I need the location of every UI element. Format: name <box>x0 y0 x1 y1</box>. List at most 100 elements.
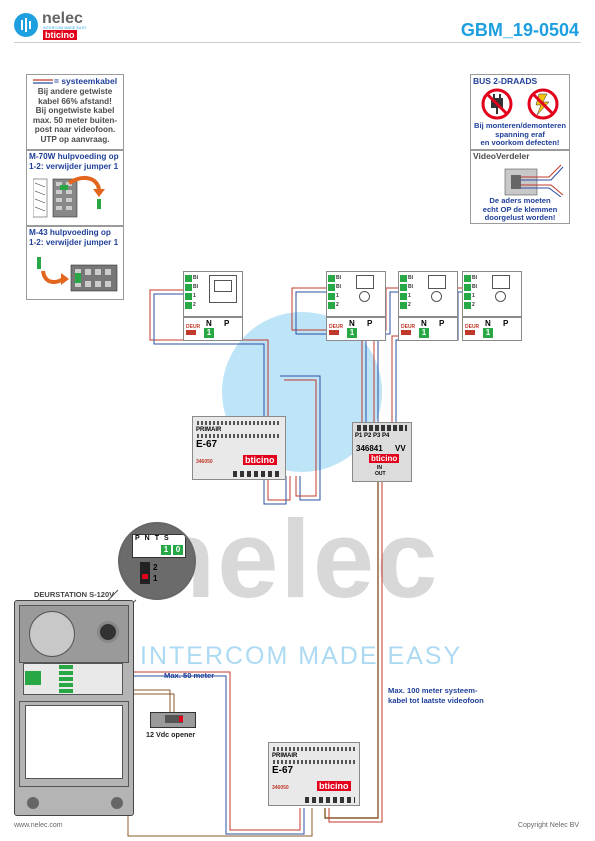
np-block: DEUR N P 1 <box>183 317 243 341</box>
term-label: 2 <box>408 302 411 308</box>
monitor-terminals <box>400 275 407 309</box>
bus-line: en voorkom defecten! <box>480 138 560 147</box>
zoom-switch: 1 <box>153 574 158 583</box>
term-label: 1 <box>472 293 475 299</box>
psu-code: 346050 <box>272 785 289 791</box>
m43-module-illustration <box>37 257 118 292</box>
np-value: 1 <box>347 328 357 338</box>
zoom-term: N <box>144 535 155 542</box>
door-opener <box>150 712 196 728</box>
zoom-switch: 2 <box>153 563 158 572</box>
bus-line: Bij monteren/demonteren <box>474 121 566 130</box>
bus-note-text: Bij monteren/demonteren spanning eraf en… <box>471 121 569 148</box>
term-label: 2 <box>472 302 475 308</box>
monitor-screen <box>209 275 237 303</box>
footer-copyright: Copyright Nelec BV <box>517 822 579 829</box>
cable-line: kabel 66% afstand! <box>38 96 112 106</box>
term-label: 1 <box>193 293 196 299</box>
systemcable-legend: = systeemkabel <box>33 76 123 87</box>
monitor-unit-4: BI BI 1 2 DEUR N P 1 <box>462 271 522 341</box>
psu-vent <box>273 760 355 764</box>
bottom-knob <box>111 797 123 809</box>
zoom-value-0: 0 <box>173 545 183 555</box>
no-voltage-icon <box>527 88 559 120</box>
dial-icon <box>431 291 442 302</box>
vv-line: echt OP de klemmen <box>482 204 558 214</box>
term-label: BI <box>193 284 198 290</box>
term-label: 1 <box>408 293 411 299</box>
psu-model: E-67 <box>196 439 218 450</box>
term-label: BI <box>193 275 198 281</box>
footer-url: www.nelec.com <box>14 822 63 829</box>
m43-text: M-43 hulpvoeding op 1-2: verwijder jumpe… <box>27 227 123 249</box>
speaker-grille <box>29 611 75 657</box>
np-p: P <box>439 319 445 328</box>
brand-logo: nelec INTERCOM MADE EASY bticino <box>14 10 94 41</box>
watermark-tagline: INTERCOM MADE EASY <box>140 642 463 670</box>
monitor-unit-2: BI BI 1 2 DEUR N P 1 <box>326 271 386 341</box>
zoom-value-1: 1 <box>161 545 171 555</box>
monitor-unit-3: BI BI 1 2 DEUR N P 1 <box>398 271 458 341</box>
zoom-term: T <box>154 535 165 542</box>
dial-icon <box>495 291 506 302</box>
m70w-line: 1-2: verwijder jumper 1 <box>29 162 119 171</box>
bticino-logo: bticino <box>369 454 400 463</box>
term-label: BI <box>408 284 413 290</box>
term-label: BI <box>336 284 341 290</box>
bticino-logo: bticino <box>317 781 351 791</box>
deur-label: DEUR <box>329 324 344 330</box>
vv-port: P3 <box>373 433 381 439</box>
vv-title: VideoVerdeler <box>473 151 530 161</box>
monitor-screen <box>356 275 374 289</box>
door-station <box>14 600 134 816</box>
monitor-screen <box>492 275 510 289</box>
bus-note: BUS 2-DRAADS Bij monteren/demonteren spa… <box>470 74 570 150</box>
vv-out: OUT <box>375 471 386 477</box>
max100-line: Max. 100 meter systeem- <box>388 686 478 695</box>
button-panel <box>25 705 123 779</box>
psu-vent <box>197 421 281 425</box>
dial-icon <box>359 291 370 302</box>
brand-tagline: INTERCOM MADE EASY <box>43 26 87 30</box>
monitor-terminals <box>328 275 335 309</box>
np-n: N <box>485 319 491 328</box>
monitor-screen <box>428 275 446 289</box>
bticino-logo: bticino <box>43 30 77 40</box>
monitor-unit-1: BI BI 1 2 DEUR N P 1 <box>183 271 243 341</box>
terminal-zoom: PNTS 1 0 2 1 <box>118 522 196 600</box>
nelec-logo-icon <box>14 13 38 37</box>
term-label: BI <box>472 284 477 290</box>
term-label: BI <box>472 275 477 281</box>
module-connector <box>59 665 73 693</box>
term-label: BI <box>336 275 341 281</box>
header-divider <box>14 42 581 43</box>
vv-illustration <box>504 164 564 197</box>
document-code: GBM_19-0504 <box>460 20 579 40</box>
psu-model: E-67 <box>272 765 294 776</box>
np-p: P <box>367 319 373 328</box>
np-block: DEUR N P 1 <box>326 317 386 341</box>
monitor-terminals <box>464 275 471 309</box>
np-n: N <box>206 319 212 328</box>
deur-label: DEUR <box>465 324 480 330</box>
m70w-note: M-70W hulpvoeding op 1-2: verwijder jump… <box>26 150 124 226</box>
max100-line: kabel tot laatste videofoon <box>388 695 484 705</box>
m43-line: 1-2: verwijder jumper 1 <box>29 238 119 247</box>
max-100-annotation: Max. 100 meter systeem- kabel tot laatst… <box>388 686 484 705</box>
watermark-word: nelec <box>148 498 440 621</box>
opener-label: 12 Vdc opener <box>146 730 196 739</box>
vv-port: P1 <box>355 433 363 439</box>
term-label: BI <box>408 275 413 281</box>
vv-port: P4 <box>382 433 390 439</box>
camera-icon <box>97 621 119 643</box>
bticino-logo: bticino <box>243 455 277 465</box>
term-label: 2 <box>193 302 196 308</box>
deur-label: DEUR <box>401 324 416 330</box>
max-50-annotation: Max. 50 meter <box>164 671 215 680</box>
vv-code: 346841 <box>356 444 383 453</box>
cable-line: Bij andere getwiste <box>37 87 113 96</box>
psu-primary-label: PRIMAIR <box>196 427 222 433</box>
np-value: 1 <box>483 328 493 338</box>
psu-primary-label: PRIMAIR <box>272 753 298 759</box>
